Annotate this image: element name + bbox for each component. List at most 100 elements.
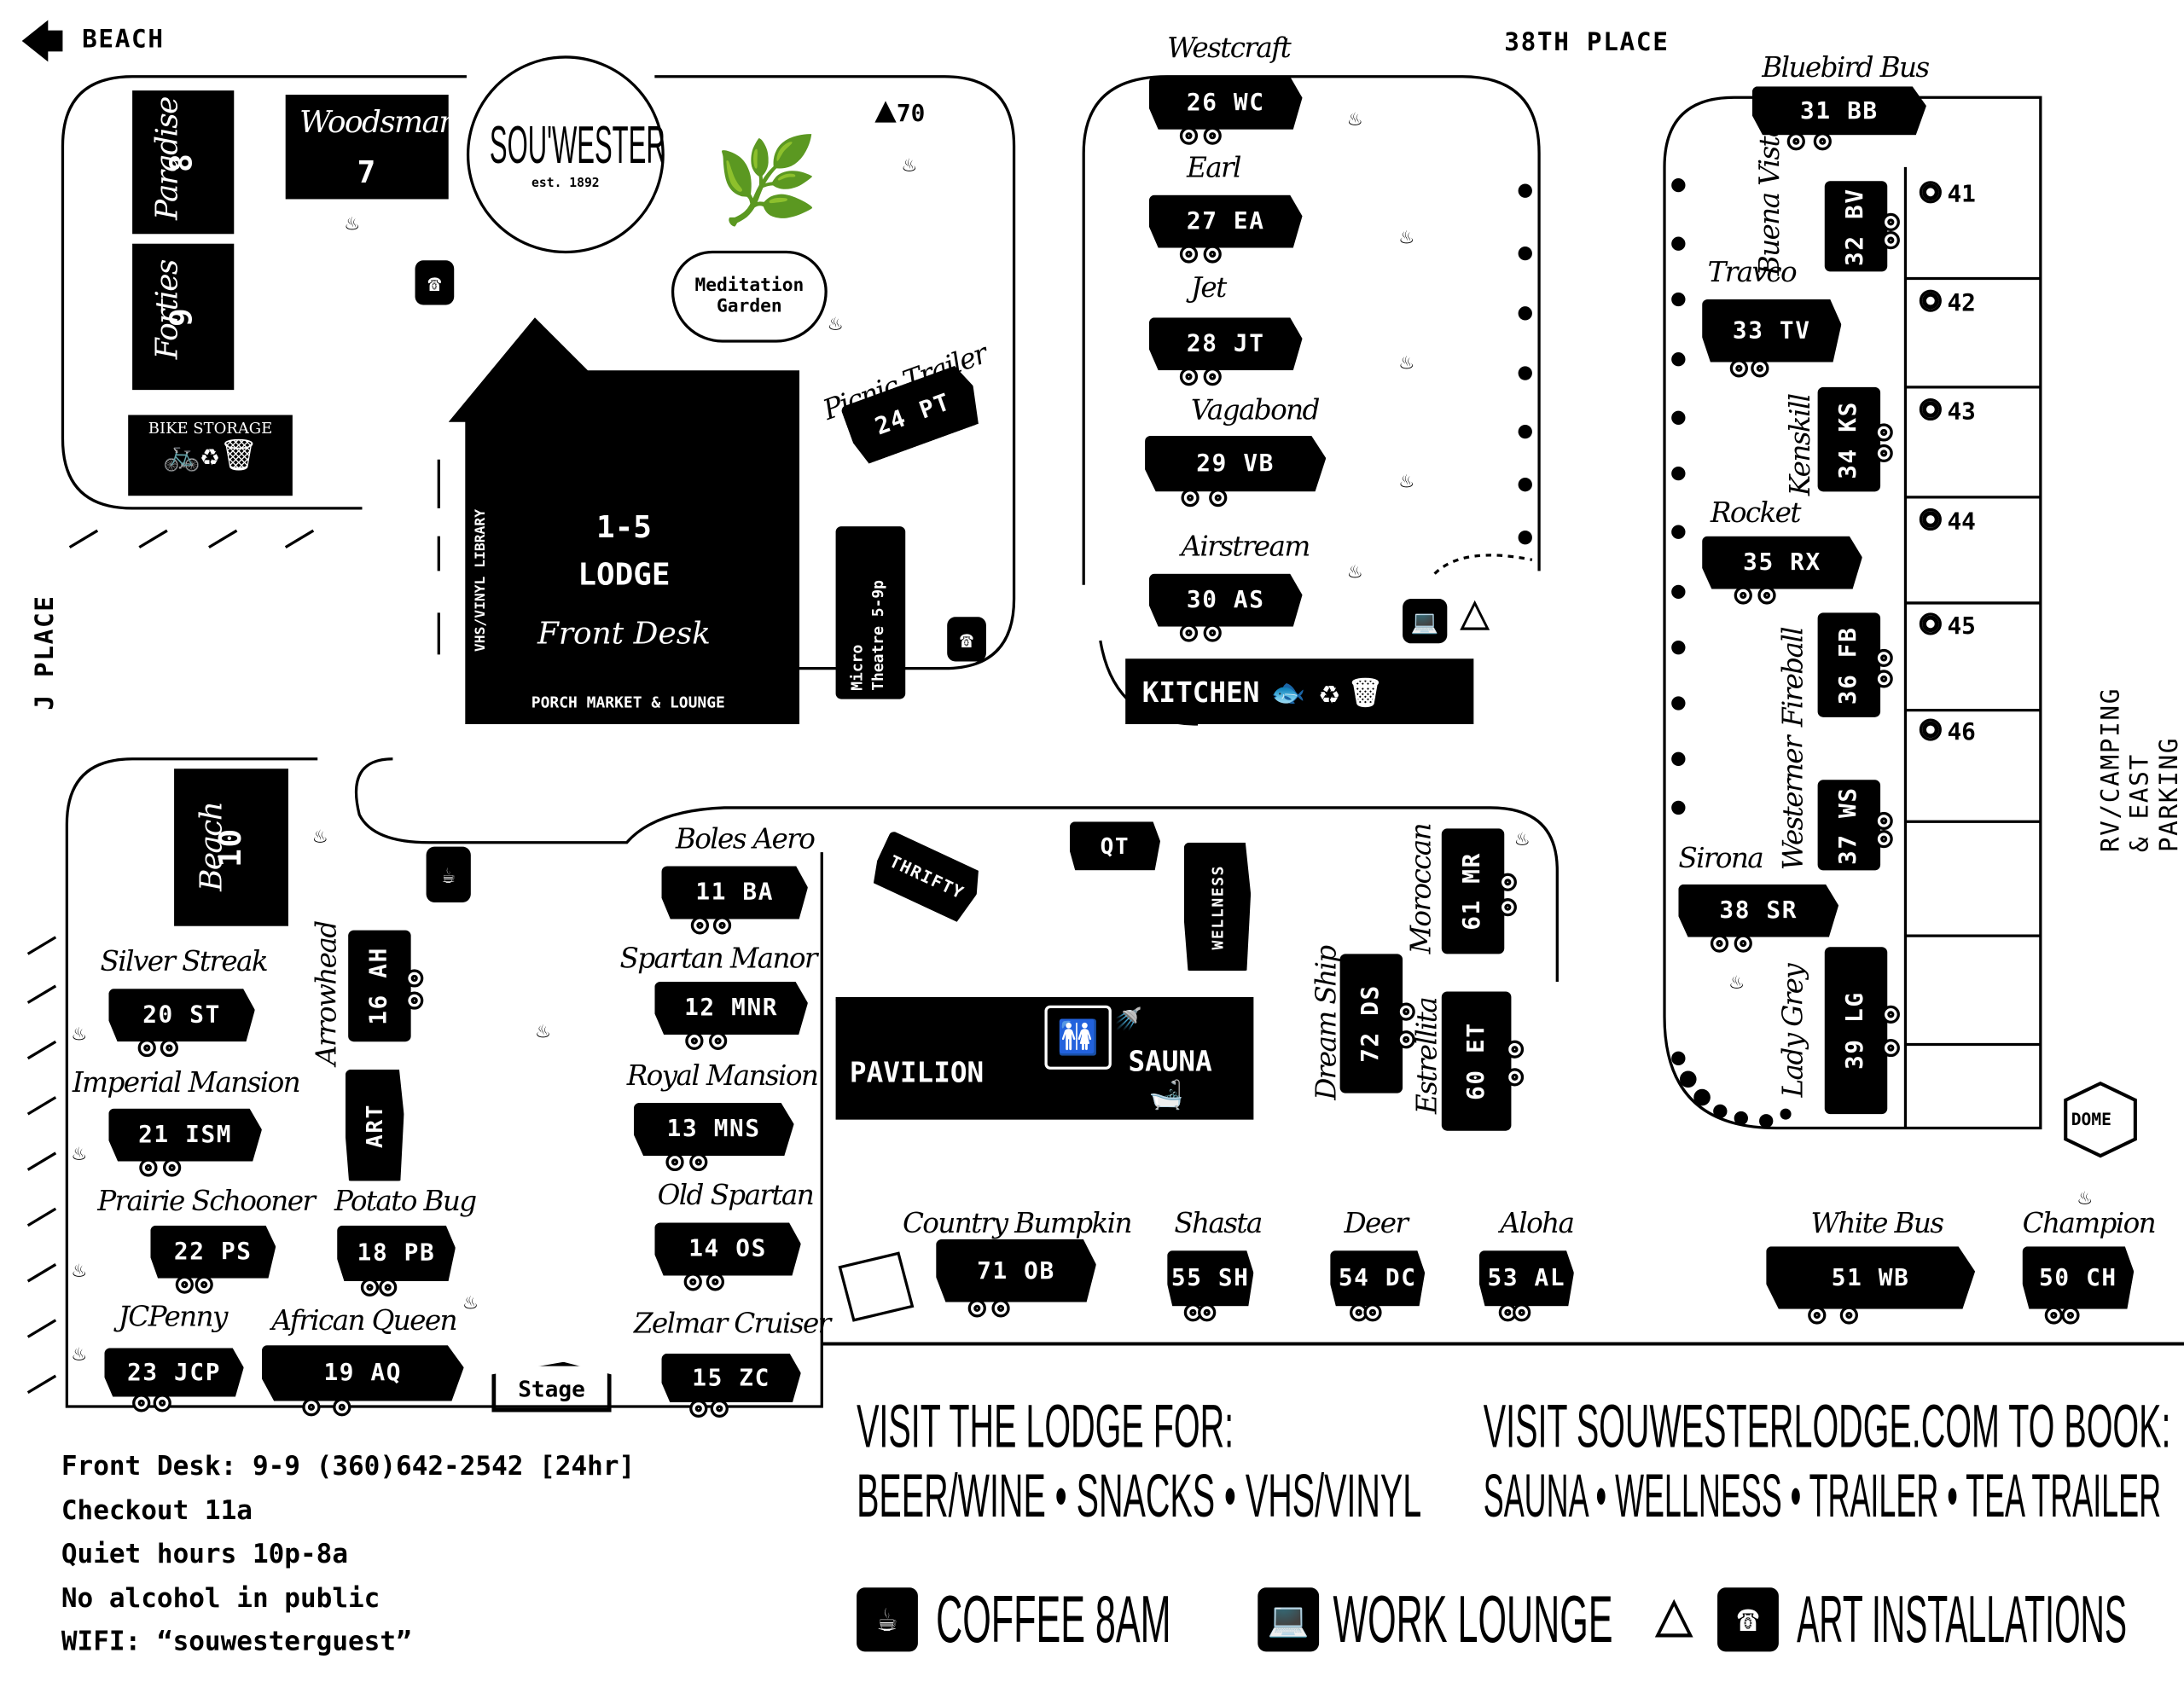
unit-box[interactable]: 19 AQ bbox=[261, 1345, 464, 1401]
unit-name: Champion bbox=[2022, 1205, 2157, 1240]
unit-box[interactable]: 33 TV bbox=[1702, 299, 1842, 363]
unit-box[interactable]: 21 ISM bbox=[108, 1108, 262, 1162]
unit-box[interactable]: 14 OS bbox=[654, 1222, 801, 1276]
unit-code: 34 KS bbox=[1835, 400, 1863, 479]
rv-camping-label: RV/CAMPING & EAST PARKING bbox=[2096, 687, 2184, 853]
wheel-icon bbox=[1874, 811, 1893, 830]
unit-box[interactable]: 22 PS bbox=[150, 1225, 276, 1279]
qt-trailer[interactable]: QT bbox=[1069, 821, 1160, 871]
unit-box[interactable]: 7 bbox=[285, 95, 449, 200]
unit-box[interactable]: 34 KS bbox=[1817, 386, 1881, 492]
unit-box[interactable]: 71 OB bbox=[936, 1239, 1096, 1302]
logo-est: est. 1892 bbox=[531, 177, 600, 191]
wheel-icon bbox=[1498, 872, 1517, 891]
lodge-shape bbox=[448, 317, 800, 724]
guest-info: Front Desk: 9-9 (360)642-2542 [24hr] Che… bbox=[61, 1446, 635, 1665]
tent-site-70[interactable]: ▲70 bbox=[874, 89, 925, 131]
campsite[interactable]: 43 bbox=[1919, 397, 1976, 426]
unit-box[interactable]: 72 DS bbox=[1339, 954, 1403, 1093]
unit-box[interactable]: 16 AH bbox=[348, 930, 411, 1042]
art-trailer[interactable]: ART bbox=[345, 1069, 404, 1181]
campsite[interactable]: 41 bbox=[1919, 181, 1976, 209]
micro-theatre[interactable]: Micro Theatre 5-9p bbox=[835, 526, 906, 699]
unit-box[interactable]: 15 ZC bbox=[661, 1353, 801, 1403]
unit-box[interactable]: 18 PB bbox=[337, 1225, 456, 1282]
front-desk-label: Front Desk bbox=[537, 617, 711, 653]
pavilion[interactable]: PAVILION 🚻 🚿 SAUNA 🛁 bbox=[835, 996, 1254, 1120]
unit-box[interactable]: 50 CH bbox=[2022, 1246, 2135, 1309]
wheel-icon bbox=[1181, 489, 1199, 508]
wheel-icon bbox=[405, 991, 424, 1010]
unit-box[interactable]: 35 RX bbox=[1702, 536, 1862, 589]
campsite[interactable]: 45 bbox=[1919, 612, 1976, 641]
unit-code: 28 JT bbox=[1186, 329, 1265, 358]
lodge-building[interactable]: 1-5 LODGE Front Desk VHS/VINYL LIBRARY P… bbox=[448, 317, 800, 724]
unit-box[interactable]: 11 BA bbox=[661, 866, 808, 919]
unit-box[interactable]: 20 ST bbox=[108, 989, 255, 1042]
unit-box[interactable]: 30 AS bbox=[1148, 573, 1303, 627]
bike-storage-label: BIKE STORAGE bbox=[148, 419, 273, 438]
campsite[interactable]: 46 bbox=[1919, 718, 1976, 746]
outline-right bbox=[1663, 96, 2042, 1130]
unit-box[interactable]: 39 LG bbox=[1824, 947, 1888, 1115]
wellness-trailer[interactable]: WELLNESS bbox=[1183, 842, 1252, 971]
unit-box[interactable]: 12 MNR bbox=[654, 982, 808, 1035]
unit-box[interactable]: 32 BV bbox=[1824, 181, 1888, 272]
unit-name: Lady Grey bbox=[1775, 964, 1809, 1098]
unit-box[interactable]: 54 DC bbox=[1330, 1250, 1426, 1307]
stage[interactable]: Stage bbox=[491, 1361, 612, 1412]
unit-box[interactable]: 31 BB bbox=[1751, 86, 1926, 136]
unit-code: 26 WC bbox=[1186, 89, 1265, 118]
outline-lower-left bbox=[65, 757, 1559, 1408]
wheel-icon bbox=[378, 1278, 397, 1296]
unit-box[interactable]: 26 WC bbox=[1148, 76, 1303, 130]
wheel-icon bbox=[360, 1278, 380, 1296]
wheel-icon bbox=[1874, 829, 1893, 848]
wheel-icon bbox=[1734, 586, 1752, 605]
wheel-icon bbox=[712, 916, 731, 935]
unit-code: 14 OS bbox=[688, 1235, 767, 1263]
dome-label[interactable]: DOME bbox=[2071, 1110, 2111, 1130]
wheel-icon bbox=[1808, 1306, 1827, 1325]
unit-code: 55 SH bbox=[1170, 1264, 1250, 1293]
unit-box[interactable]: 28 JT bbox=[1148, 317, 1303, 371]
unit-box[interactable]: 23 JCP bbox=[104, 1348, 244, 1397]
kitchen[interactable]: KITCHEN 🐟 ♻ 🗑 bbox=[1125, 658, 1474, 724]
unit-code: 23 JCP bbox=[127, 1358, 222, 1387]
visit-web-title[interactable]: VISIT SOUWESTERLODGE.COM TO BOOK: bbox=[1483, 1392, 2171, 1461]
pavilion-label: PAVILION bbox=[849, 1055, 985, 1089]
wheel-icon bbox=[1179, 368, 1199, 386]
grill-icon: ♨ bbox=[1515, 824, 1530, 851]
wheel-icon bbox=[967, 1299, 986, 1318]
unit-box[interactable]: 29 VB bbox=[1145, 436, 1327, 492]
unit-box[interactable]: 55 SH bbox=[1167, 1250, 1254, 1307]
unit-code: 11 BA bbox=[695, 879, 775, 907]
unit-box[interactable]: 9 bbox=[132, 243, 235, 391]
wheel-icon bbox=[302, 1398, 321, 1417]
unit-box[interactable]: 27 EA bbox=[1148, 194, 1303, 248]
unit-box[interactable]: 38 SR bbox=[1678, 884, 1839, 937]
unit-box[interactable]: 36 FB bbox=[1817, 612, 1881, 717]
unit-box[interactable]: 8 bbox=[132, 90, 235, 235]
unit-box[interactable]: 53 AL bbox=[1478, 1250, 1574, 1307]
bathtub-icon: 🛁 bbox=[1148, 1077, 1184, 1111]
grill-icon: ♨ bbox=[1348, 104, 1362, 131]
wheel-icon bbox=[1881, 230, 1900, 249]
unit-box[interactable]: 51 WB bbox=[1766, 1246, 1976, 1309]
unit-code: 21 ISM bbox=[138, 1121, 233, 1149]
trash-icon: 🗑 bbox=[218, 438, 258, 474]
unit-box[interactable]: 37 WS bbox=[1817, 780, 1881, 871]
meditation-garden[interactable]: 🌿 Meditation Garden bbox=[665, 125, 833, 348]
lodge-title: LODGE bbox=[578, 558, 671, 594]
grill-icon: ♨ bbox=[72, 1339, 86, 1366]
campsite[interactable]: 44 bbox=[1919, 508, 1976, 537]
unit-box[interactable]: 13 MNS bbox=[633, 1103, 794, 1157]
wheel-icon bbox=[175, 1275, 194, 1294]
unit-box[interactable]: 61 MR bbox=[1441, 828, 1505, 954]
unit-box[interactable]: 60 ET bbox=[1441, 991, 1512, 1131]
recycle-icon: ♻ bbox=[200, 438, 219, 474]
phone-art-icon: ☎ bbox=[415, 260, 455, 305]
unit-box[interactable]: 10 bbox=[174, 769, 288, 926]
campsite[interactable]: 42 bbox=[1919, 289, 1976, 317]
